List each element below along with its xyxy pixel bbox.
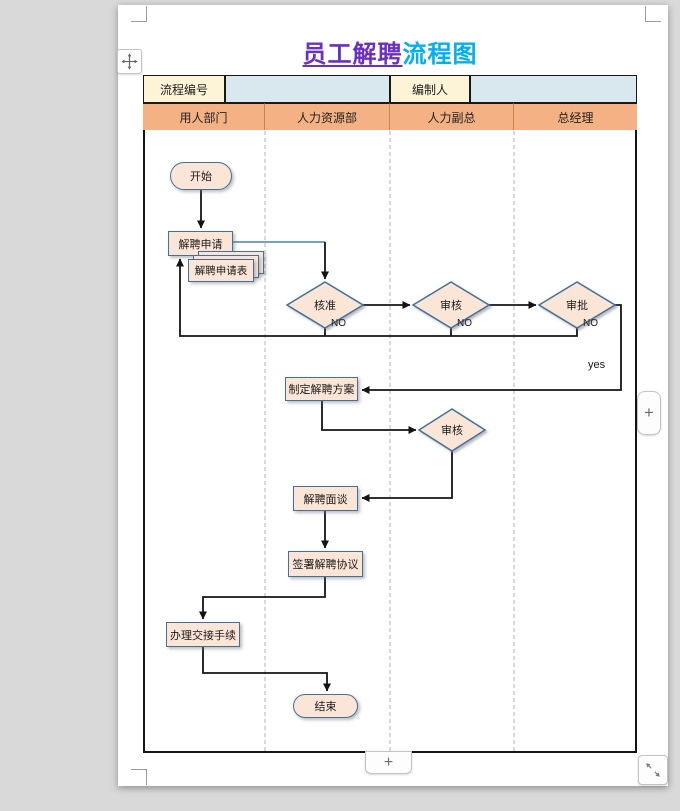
edge-label-no3: NO	[583, 318, 598, 329]
resize-diagonal-icon	[646, 763, 660, 777]
diamond-approve-label: 审批	[566, 300, 588, 312]
node-interview[interactable]: 解聘面谈	[293, 486, 358, 511]
cropmark-bottom-left-h	[131, 769, 147, 770]
node-start[interactable]: 开始	[170, 162, 232, 190]
cropmark-top-right-v	[645, 6, 646, 22]
cropmark-bottom-left-v	[146, 769, 147, 785]
page-title-suffix: 流程图	[402, 41, 478, 68]
move-arrows-icon	[121, 53, 138, 70]
edge-label-no2: NO	[457, 318, 472, 329]
edge-label-no1: NO	[331, 318, 346, 329]
page-title: 员工解聘流程图	[143, 34, 637, 69]
lane-header-general-manager: 总经理	[514, 103, 637, 131]
node-apply-form[interactable]: 解聘申请表	[188, 259, 254, 282]
cropmark-top-right-h	[645, 21, 661, 22]
cropmark-top-left-h	[131, 21, 147, 22]
lane-header-hr-department: 人力资源部	[265, 103, 390, 131]
node-end[interactable]: 结束	[293, 694, 358, 718]
diamond-review1-label: 审核	[440, 300, 462, 312]
field-process-number-value[interactable]	[225, 75, 390, 103]
node-plan[interactable]: 制定解聘方案	[285, 377, 358, 401]
cropmark-top-left-v	[146, 6, 147, 22]
lane-header-employing-department: 用人部门	[143, 103, 265, 131]
diamond-check1-label: 核准	[314, 300, 336, 312]
node-handover[interactable]: 办理交接手续	[166, 622, 240, 647]
add-row-button[interactable]: +	[365, 751, 412, 774]
edge-label-yes: yes	[588, 359, 606, 371]
flowchart-canvas	[143, 130, 637, 753]
move-table-button[interactable]	[117, 49, 142, 74]
resize-table-button[interactable]	[638, 755, 668, 785]
page-title-main: 员工解聘	[302, 41, 403, 68]
field-compiler-label: 编制人	[390, 75, 470, 103]
field-process-number-label: 流程编号	[143, 75, 225, 103]
field-compiler-value[interactable]	[470, 75, 637, 103]
lane-header-hr-vp: 人力副总	[390, 103, 514, 131]
add-column-button[interactable]: +	[637, 391, 661, 435]
diamond-review2-label: 审核	[441, 425, 463, 437]
node-sign[interactable]: 签署解聘协议	[288, 551, 363, 577]
